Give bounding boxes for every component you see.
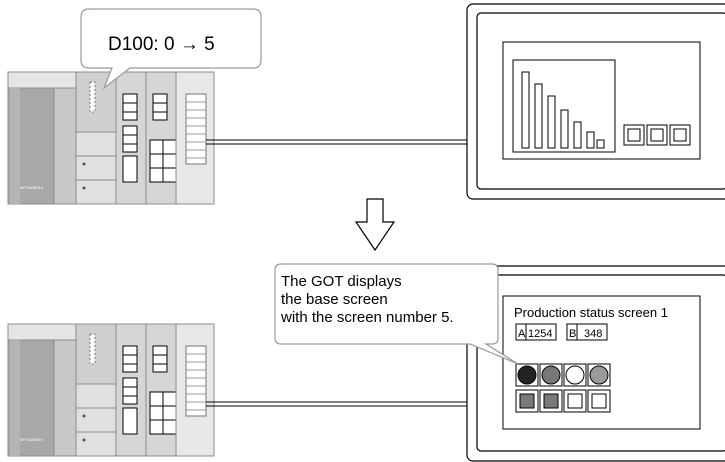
- bottom-callout: [274, 263, 519, 365]
- got-screen-title: Production status screen 1: [514, 305, 668, 320]
- lamp-icon: [517, 365, 537, 385]
- lamp-icon: [565, 365, 585, 385]
- plc-bottom-brand: MITSUBISHI: [20, 437, 43, 442]
- plc-top-brand: MITSUBISHI: [20, 185, 43, 190]
- bar: [586, 131, 595, 149]
- counter-b-label: B: [569, 328, 576, 340]
- switch-row: [515, 389, 611, 413]
- bottom-callout-line-3: with the screen number 5.: [280, 309, 454, 326]
- lamp-icon: [589, 365, 609, 385]
- bar: [521, 71, 530, 149]
- bottom-callout-line-2: the base screen: [281, 291, 388, 308]
- lamp-row: [515, 363, 611, 387]
- bar: [560, 109, 569, 149]
- counter-b-value: 348: [584, 328, 602, 340]
- got-bottom-screen: [502, 295, 701, 430]
- top-callout: [80, 8, 262, 90]
- bar: [534, 83, 543, 149]
- top-callout-text: D100: 0 → 5: [108, 34, 215, 55]
- bar: [547, 95, 556, 149]
- counter-a-value: 1254: [528, 328, 552, 340]
- got-top-screen: [502, 41, 701, 160]
- bar: [573, 121, 582, 149]
- transition-arrow-icon: [354, 198, 396, 252]
- bar-chart-window: [512, 59, 616, 153]
- counter-a-label: A: [518, 328, 526, 340]
- counter-b-value-box: [576, 323, 608, 341]
- counter-a-value-box: [525, 323, 557, 341]
- lamp-icon: [541, 365, 561, 385]
- bottom-callout-line-1: The GOT displays: [281, 273, 402, 290]
- bar: [596, 139, 605, 149]
